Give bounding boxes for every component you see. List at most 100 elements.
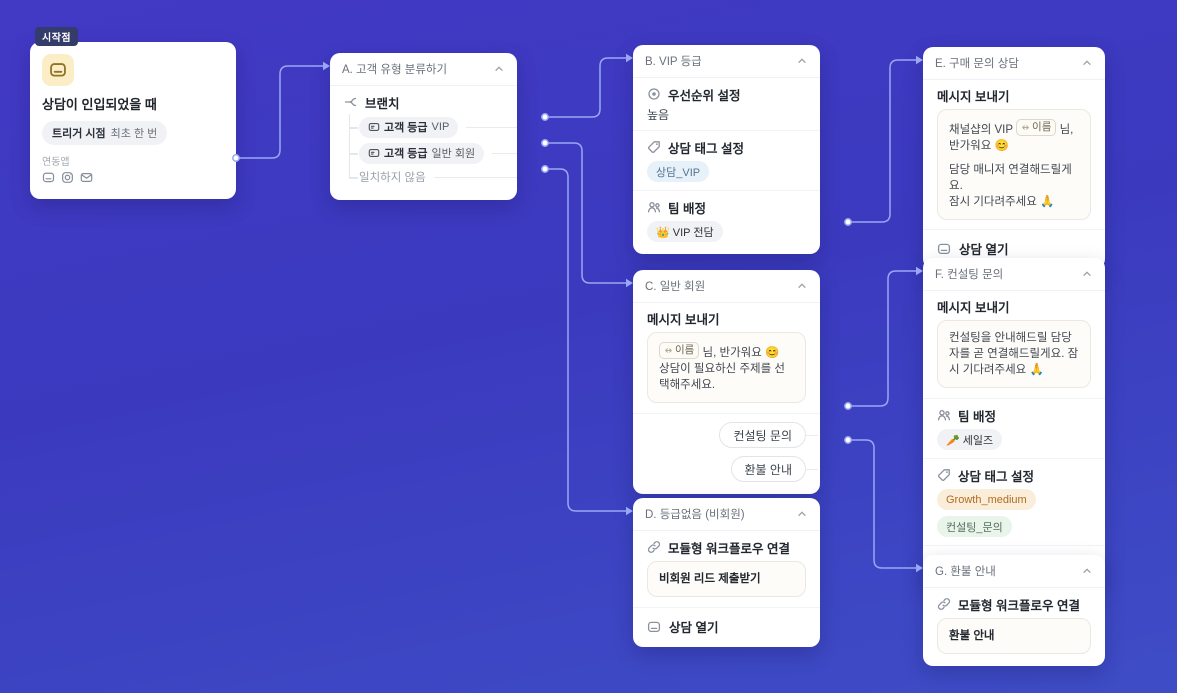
button-refund[interactable]: 환불 안내 — [730, 456, 818, 483]
connection-handle[interactable] — [844, 402, 852, 410]
module-value[interactable]: 비회원 리드 제출받기 — [647, 561, 806, 598]
collapse-button[interactable] — [796, 55, 808, 67]
collapse-button[interactable] — [1081, 268, 1093, 280]
node-d[interactable]: D. 등급없음 (비회원) 모듈형 워크플로우 연결 비회원 리드 제출받기 상… — [633, 498, 820, 648]
message-send-label: 메시지 보내기 — [647, 313, 720, 327]
tag-icon — [937, 468, 951, 482]
tree-stub — [349, 127, 358, 129]
node-header-a: A. 고객 유형 분류하기 — [330, 53, 517, 86]
arrowhead — [916, 266, 923, 276]
chat-bubble-icon — [937, 242, 951, 256]
tag-label: 상담 태그 설정 — [958, 469, 1034, 484]
arrowhead — [916, 55, 923, 65]
node-header-e: E. 구매 문의 상담 — [923, 47, 1105, 80]
link-icon — [647, 540, 661, 554]
team-icon — [647, 200, 661, 214]
open-chat-row: 상담 열기 — [923, 229, 1105, 269]
collapse-button[interactable] — [1081, 565, 1093, 577]
connection-handle[interactable] — [844, 218, 852, 226]
node-start[interactable]: 시작점 상담이 인입되었을 때 트리거 시점 최초 한 번 연동앱 — [30, 27, 236, 199]
connector-leader — [433, 176, 517, 178]
branch-row-nomatch: 일치하지 않음 — [349, 168, 517, 186]
node-title: F. 컨설팅 문의 — [935, 269, 1004, 281]
team-label: 팀 배정 — [668, 201, 706, 216]
trigger-value: 최초 한 번 — [110, 128, 158, 140]
node-title: G. 환불 안내 — [935, 566, 996, 578]
tag-section: 상담 태그 설정 상담_VIP — [633, 130, 820, 190]
message-send-label: 메시지 보내기 — [937, 301, 1010, 315]
wire-start-to-a — [236, 65, 324, 159]
collapse-button[interactable] — [796, 508, 808, 520]
variable-chip-name: 이름 — [659, 342, 700, 359]
email-icon — [80, 171, 93, 187]
message-preview: 컨설팅을 안내해드릴 담당자를 곧 연결해드릴게요. 잠시 기다려주세요 🙏 — [937, 320, 1091, 389]
message-section: 메시지 보내기 채널샵의 VIP 이름 님, 반가워요 😊 담당 매니저 연결해… — [923, 80, 1105, 229]
team-icon — [937, 408, 951, 422]
node-header-g: G. 환불 안내 — [923, 555, 1105, 588]
start-title: 상담이 인입되었을 때 — [42, 97, 157, 112]
quick-reply-buttons: 컨설팅 문의 환불 안내 — [633, 413, 820, 494]
module-value[interactable]: 환불 안내 — [937, 618, 1091, 655]
tree-stub — [349, 153, 358, 155]
wire-c-to-f — [848, 270, 917, 407]
connector-leader — [466, 126, 517, 128]
module-link-label: 모듈형 워크플로우 연결 — [958, 598, 1080, 613]
connector-leader — [805, 469, 818, 471]
connection-handle[interactable] — [541, 139, 549, 147]
variable-icon — [664, 346, 673, 355]
message-section: 메시지 보내기 이름 님, 반가워요 😊 상담이 필요하신 주제를 선택해주세요… — [633, 303, 820, 413]
wire-a-vip-to-b — [545, 57, 627, 118]
channel-chat-icon — [42, 171, 55, 187]
open-chat-row: 상담 열기 — [633, 607, 820, 647]
branch-icon — [344, 95, 358, 109]
variable-chip-name: 이름 — [1016, 119, 1057, 136]
message-section: 메시지 보내기 컨설팅을 안내해드릴 담당자를 곧 연결해드릴게요. 잠시 기다… — [923, 291, 1105, 398]
branch-no-match-label: 일치하지 않음 — [359, 172, 426, 184]
collapse-button[interactable] — [796, 280, 808, 292]
team-section: 팀 배정 👑 VIP 전담 — [633, 190, 820, 254]
message-preview: 채널샵의 VIP 이름 님, 반가워요 😊 담당 매니저 연결해드릴게요. 잠시… — [937, 109, 1091, 221]
node-header-c: C. 일반 회원 — [633, 270, 820, 303]
team-section: 팀 배정 🥕 세일즈 — [923, 398, 1105, 458]
tag-chip-growth[interactable]: Growth_medium — [937, 489, 1036, 511]
team-chip[interactable]: 👑 VIP 전담 — [647, 221, 723, 242]
tag-chip[interactable]: 상담_VIP — [647, 161, 710, 182]
apps-label: 연동앱 — [42, 157, 70, 168]
node-b[interactable]: B. VIP 등급 우선순위 설정 높음 상담 태그 설정 상담_VIP — [633, 45, 820, 254]
node-header-d: D. 등급없음 (비회원) — [633, 498, 820, 531]
connection-handle[interactable] — [541, 165, 549, 173]
arrowhead — [626, 506, 633, 516]
link-icon — [937, 597, 951, 611]
collapse-button[interactable] — [493, 63, 505, 75]
collapse-button[interactable] — [1081, 57, 1093, 69]
module-link-label: 모듈형 워크플로우 연결 — [668, 541, 790, 556]
node-f[interactable]: F. 컨설팅 문의 메시지 보내기 컨설팅을 안내해드릴 담당자를 곧 연결해드… — [923, 258, 1105, 586]
priority-section: 우선순위 설정 높음 — [633, 78, 820, 130]
node-g[interactable]: G. 환불 안내 모듈형 워크플로우 연결 환불 안내 — [923, 555, 1105, 667]
button-consulting[interactable]: 컨설팅 문의 — [719, 422, 818, 449]
connection-handle[interactable] — [844, 436, 852, 444]
priority-label: 우선순위 설정 — [668, 88, 741, 103]
connection-handle[interactable] — [541, 113, 549, 121]
branch-section-label: 브랜치 — [344, 94, 503, 111]
node-title: B. VIP 등급 — [645, 56, 702, 68]
team-chip[interactable]: 🥕 세일즈 — [937, 429, 1003, 451]
node-c[interactable]: C. 일반 회원 메시지 보내기 이름 님, 반가워요 😊 상담이 필요하신 주… — [633, 270, 820, 495]
connector-leader — [805, 435, 818, 437]
priority-value: 높음 — [647, 108, 670, 122]
node-title: A. 고객 유형 분류하기 — [342, 64, 448, 76]
tag-icon — [647, 140, 661, 154]
node-e[interactable]: E. 구매 문의 상담 메시지 보내기 채널샵의 VIP 이름 님, 반가워요 … — [923, 47, 1105, 270]
arrowhead — [916, 563, 923, 573]
message-preview: 이름 님, 반가워요 😊 상담이 필요하신 주제를 선택해주세요. — [647, 332, 806, 404]
tag-chip-consulting[interactable]: 컨설팅_문의 — [937, 516, 1012, 538]
node-title: D. 등급없음 (비회원) — [645, 509, 745, 521]
wire-a-nomatch-to-d — [545, 168, 627, 512]
